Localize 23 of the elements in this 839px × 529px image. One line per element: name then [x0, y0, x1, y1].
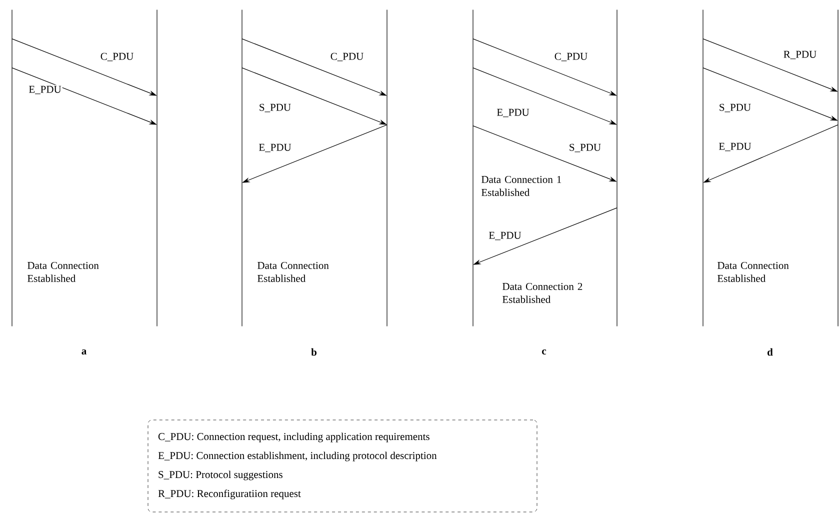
- edge-label: S_PDU: [718, 102, 752, 114]
- edge-label: E_PDU: [718, 142, 752, 152]
- lifeline: [702, 9, 704, 327]
- edge-label: E_PDU: [496, 108, 530, 118]
- edge-label: C_PDU: [553, 52, 589, 62]
- edge-label: S_PDU: [258, 102, 292, 114]
- lifeline: [156, 9, 158, 327]
- edge-label: E_PDU: [28, 84, 62, 96]
- edge-label: E_PDU: [258, 142, 292, 154]
- edge-label: C_PDU: [99, 52, 135, 62]
- edge-label: R_PDU: [782, 50, 818, 60]
- legend-box: C_PDU: Connection request, including application requirements E_PDU: Connection establishment, including protocol description S_PDU: Protocol suggestions R_PDU: Reconfiguratiion request: [148, 420, 538, 512]
- edge-label: E_PDU: [488, 230, 522, 242]
- lifeline: [386, 9, 388, 327]
- panel-letter: b: [311, 348, 316, 356]
- edge-label: C_PDU: [329, 52, 365, 62]
- lifeline: [472, 9, 474, 327]
- edge-label: S_PDU: [568, 142, 602, 154]
- panel-letter: d: [768, 348, 773, 356]
- lifeline: [616, 9, 618, 327]
- panel-letter: a: [82, 349, 86, 354]
- panel-letter: c: [542, 349, 546, 354]
- status-note: Data Connection 2 Established: [502, 282, 582, 304]
